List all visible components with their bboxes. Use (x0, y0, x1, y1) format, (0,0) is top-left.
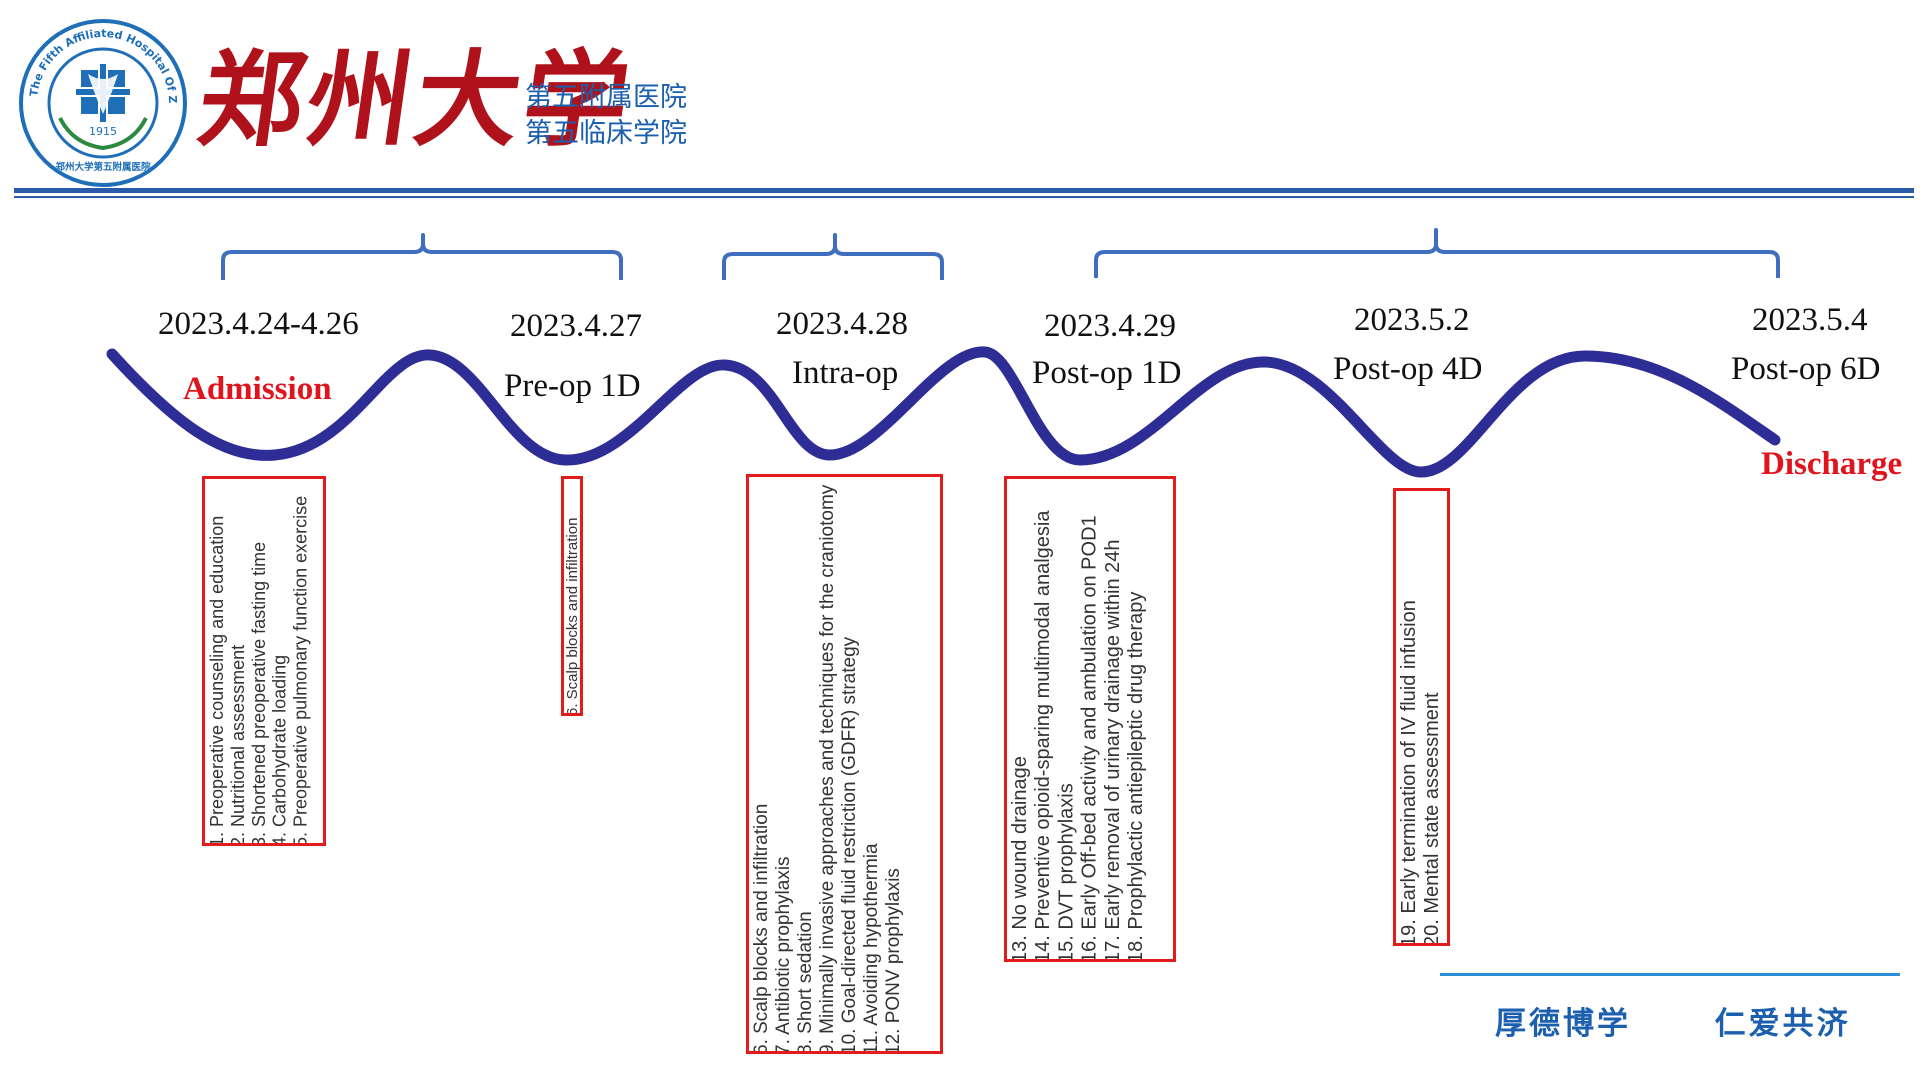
checklist-item: 4. Carbohydrate loading (269, 654, 290, 846)
checklist-item: 14. Preventive opioid-sparing multimodal… (1032, 510, 1055, 962)
timeline-wave (106, 346, 1781, 478)
stage-phase: Pre-op 1D (504, 368, 641, 404)
checklist-item: 7. Antibiotic prophylaxis (773, 856, 795, 1054)
stage-phase: Post-op 1D (1032, 355, 1182, 391)
checklist-item: 18. Prophylactic antiepileptic drug ther… (1124, 591, 1147, 962)
motto-right: 仁爱共济 (1714, 1006, 1851, 1042)
stage-date: 2023.4.29 (1044, 308, 1176, 344)
checklist-item: 20. Mental state assessment (1421, 692, 1444, 946)
checklist-item: 5. Preoperative pulmonary function exerc… (290, 495, 311, 846)
checklist-item: 17. Early removal of urinary drainage wi… (1101, 539, 1124, 962)
checklist-item: 11. Avoiding hypothermia (861, 843, 883, 1054)
discharge-label: Discharge (1761, 446, 1903, 482)
motto: 厚德博学 仁爱共济 (1495, 998, 1851, 1043)
bracket-intraop (722, 233, 944, 280)
checklist-item: 12. PONV prophylaxis (883, 868, 905, 1054)
stage-phase: Intra-op (792, 355, 899, 391)
checklist-item: 2. Nutritional assessment (227, 644, 248, 846)
checklist-postop-4d: 19. Early termination of IV fluid infusi… (1393, 488, 1450, 946)
bracket-preop (221, 233, 623, 280)
logo-bottom-text: 郑州大学第五附属医院 (55, 161, 151, 173)
hospital-subtitle-line2: 第五临床学院 (525, 118, 687, 149)
checklist-item: 10. Goal-directed fluid restriction (GDF… (839, 636, 861, 1054)
checklist-item: 3. Shortened preoperative fasting time (248, 541, 269, 846)
checklist-admission: 1. Preoperative counseling and education… (202, 476, 326, 846)
hospital-subtitle-line1: 第五附属医院 (525, 82, 687, 113)
checklist-item: 16. Early Off-bed activity and ambulatio… (1078, 515, 1101, 962)
motto-left: 厚德博学 (1495, 1006, 1631, 1042)
checklist-item: 6. Scalp blocks and infiltration (564, 517, 581, 716)
footer-divider (1440, 973, 1900, 976)
checklist-preop: 6. Scalp blocks and infiltration (561, 476, 583, 716)
stage-date: 2023.4.24-4.26 (158, 306, 359, 342)
checklist-item: 15. DVT prophylaxis (1055, 783, 1078, 962)
stage-date: 2023.4.27 (510, 308, 642, 344)
checklist-item: 1. Preoperative counseling and education (207, 515, 227, 846)
header-divider-thin (14, 196, 1914, 198)
header-divider (14, 188, 1914, 193)
checklist-postop-1d: 13. No wound drainage 14. Preventive opi… (1004, 476, 1176, 962)
stage-date: 2023.5.2 (1354, 302, 1470, 338)
hospital-logo: The Fifth Affiliated Hospital Of ZhengZh… (14, 8, 188, 188)
checklist-item: 9. Minimally invasive approaches and tec… (817, 484, 839, 1054)
bracket-postop (1094, 228, 1780, 278)
checklist-item: 13. No wound drainage (1009, 756, 1031, 962)
checklist-intraop: 6. Scalp blocks and infiltration 7. Anti… (746, 474, 943, 1054)
stage-date: 2023.4.28 (776, 306, 908, 342)
stage-phase-admission: Admission (183, 371, 332, 407)
stage-date: 2023.5.4 (1752, 302, 1868, 338)
stage-phase: Post-op 6D (1731, 351, 1881, 387)
checklist-item: 19. Early termination of IV fluid infusi… (1398, 600, 1420, 946)
logo-year: 1915 (89, 125, 117, 138)
checklist-item: 8. Short sedation (795, 911, 817, 1054)
stage-phase: Post-op 4D (1333, 351, 1483, 387)
checklist-item: 6. Scalp blocks and infiltration (751, 803, 772, 1054)
